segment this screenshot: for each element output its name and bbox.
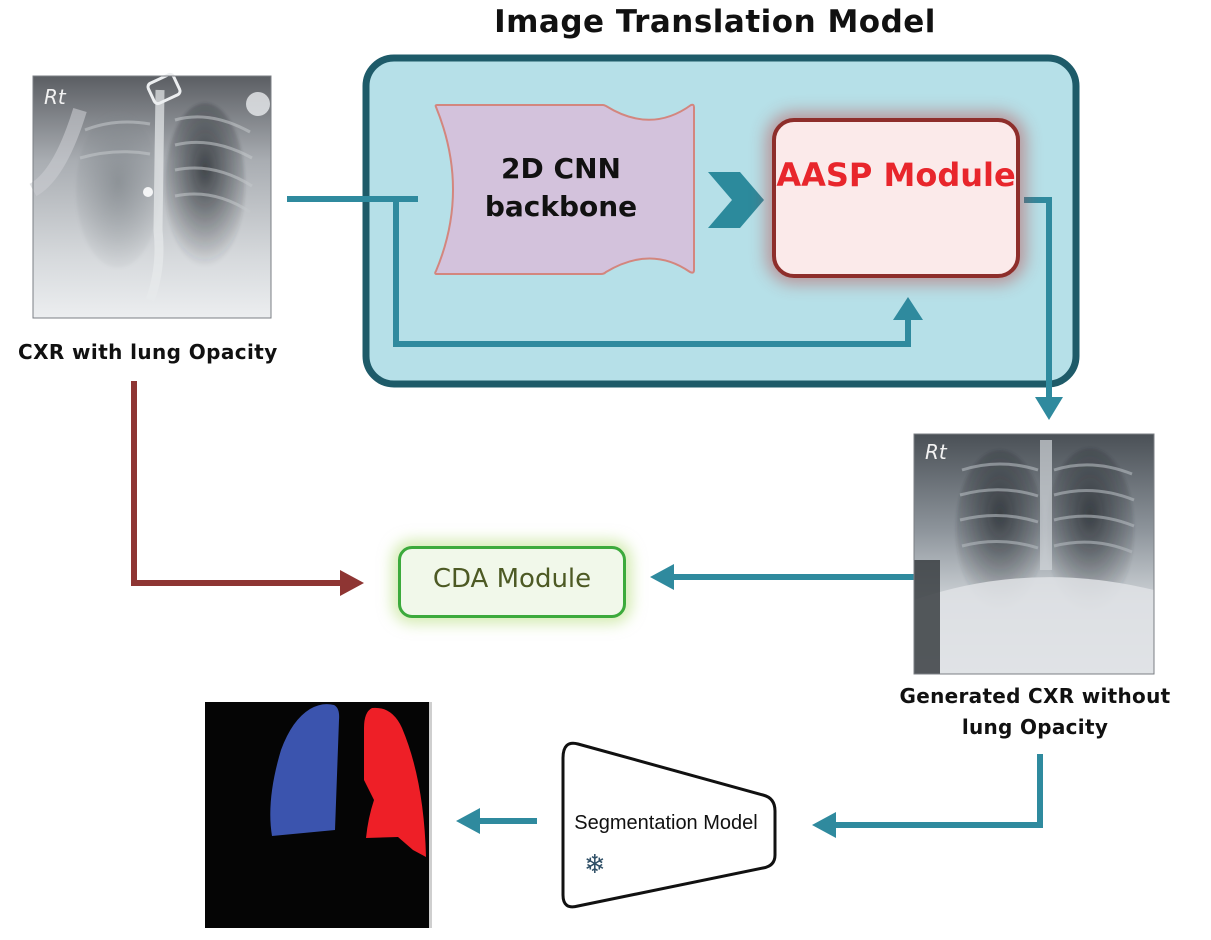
input-to-model-connector [287, 196, 911, 347]
cda-module-label: CDA Module [432, 564, 592, 594]
chevron-right-icon [708, 172, 764, 228]
left-lung-mask [270, 704, 340, 836]
teal-arrowhead-left-icon [650, 564, 674, 590]
right-lung-mask [364, 707, 426, 857]
skip-arrowhead-up-icon [893, 297, 923, 320]
red-arrowhead-right-icon [340, 570, 364, 596]
output-caption: Generated CXR without lung Opacity [899, 684, 1171, 739]
aasp-module-box [772, 118, 1020, 278]
output-arrowhead-down-icon [1035, 397, 1063, 420]
cnn-backbone-label: 2D CNN backbone [484, 152, 638, 223]
segmentation-mask-image [205, 702, 432, 928]
input-caption: CXR with lung Opacity [18, 340, 278, 364]
input-to-cda-connector [131, 381, 342, 586]
segmentation-model-shape [561, 741, 777, 909]
generated-cxr-image [913, 433, 1155, 675]
generated-to-segmentation-connector [834, 754, 1043, 828]
generated-xray-marker: Rt [925, 440, 948, 464]
aasp-module-label: AASP Module [776, 156, 1016, 194]
diagram-title: Image Translation Model [494, 4, 936, 40]
seg-arrowhead-left-icon [812, 812, 836, 838]
input-cxr-image [29, 72, 272, 319]
snowflake-icon: ❄ [584, 850, 606, 880]
segmentation-model-label: Segmentation Model [574, 812, 758, 834]
input-xray-marker: Rt [44, 85, 67, 109]
cda-module-box [398, 546, 626, 618]
aasp-output-connector [1024, 197, 1052, 398]
mask-arrowhead-left-icon [456, 808, 480, 834]
cnn-backbone-shape [434, 103, 695, 275]
